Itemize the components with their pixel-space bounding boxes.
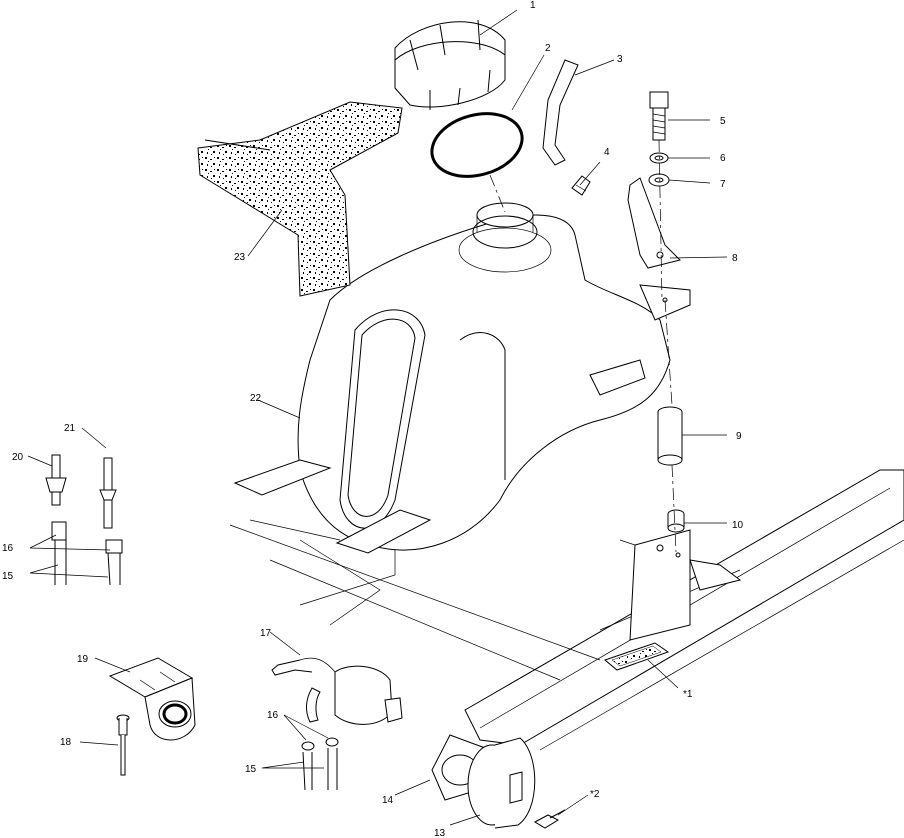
end-cap [467,737,536,829]
bushing [667,509,685,533]
callout-14: 14 [382,795,394,806]
callout-8: 8 [732,253,738,264]
callout-15-left: 15 [2,571,14,582]
callouts: 1 2 3 4 5 6 7 8 9 10 *1 *2 13 14 15 15 1… [2,0,744,838]
callout-9: 9 [736,431,742,442]
centerlines [489,139,677,553]
callout-20: 20 [12,452,24,463]
o-ring [430,112,524,178]
callout-4: 4 [604,147,610,158]
fuel-tank [233,202,691,554]
tank-strap-bracket [627,177,681,269]
decal [603,642,670,671]
callout-17: 17 [260,628,272,639]
callout-18: 18 [60,737,72,748]
spacer [657,406,683,466]
callout-10: 10 [732,520,744,531]
screw [533,809,566,829]
callout-5: 5 [720,116,726,127]
leader-lines [27,9,728,826]
callout-22: 22 [250,393,262,404]
callout-1: 1 [530,0,536,11]
fuel-valve-fitting-left [45,454,67,506]
vent-fitting [571,175,591,196]
tank-mount-bracket [619,529,742,641]
callout-decal-1: *1 [683,689,693,700]
callout-2: 2 [545,43,551,54]
hose-clamps-filter [301,737,339,791]
rivet [116,714,130,776]
bolt [649,91,669,141]
callout-16-left: 16 [2,543,14,554]
flat-washer [648,173,670,187]
callout-19: 19 [77,654,89,665]
callout-15-filter: 15 [245,764,257,775]
vent-hose [542,59,579,166]
callout-13: 13 [434,828,446,838]
callout-16-filter: 16 [267,710,279,721]
fuel-filter [271,657,403,725]
hose-clamps-left [51,521,123,586]
callout-23: 23 [234,252,246,263]
callout-6: 6 [720,153,726,164]
fuel-cap [394,19,506,110]
callout-screw-2: *2 [590,789,600,800]
callout-3: 3 [617,54,623,65]
fuel-valve-fitting-right [99,457,117,529]
callout-21: 21 [64,423,76,434]
foam-pad [197,101,403,297]
callout-7: 7 [720,179,726,190]
filter-bracket [108,657,196,741]
